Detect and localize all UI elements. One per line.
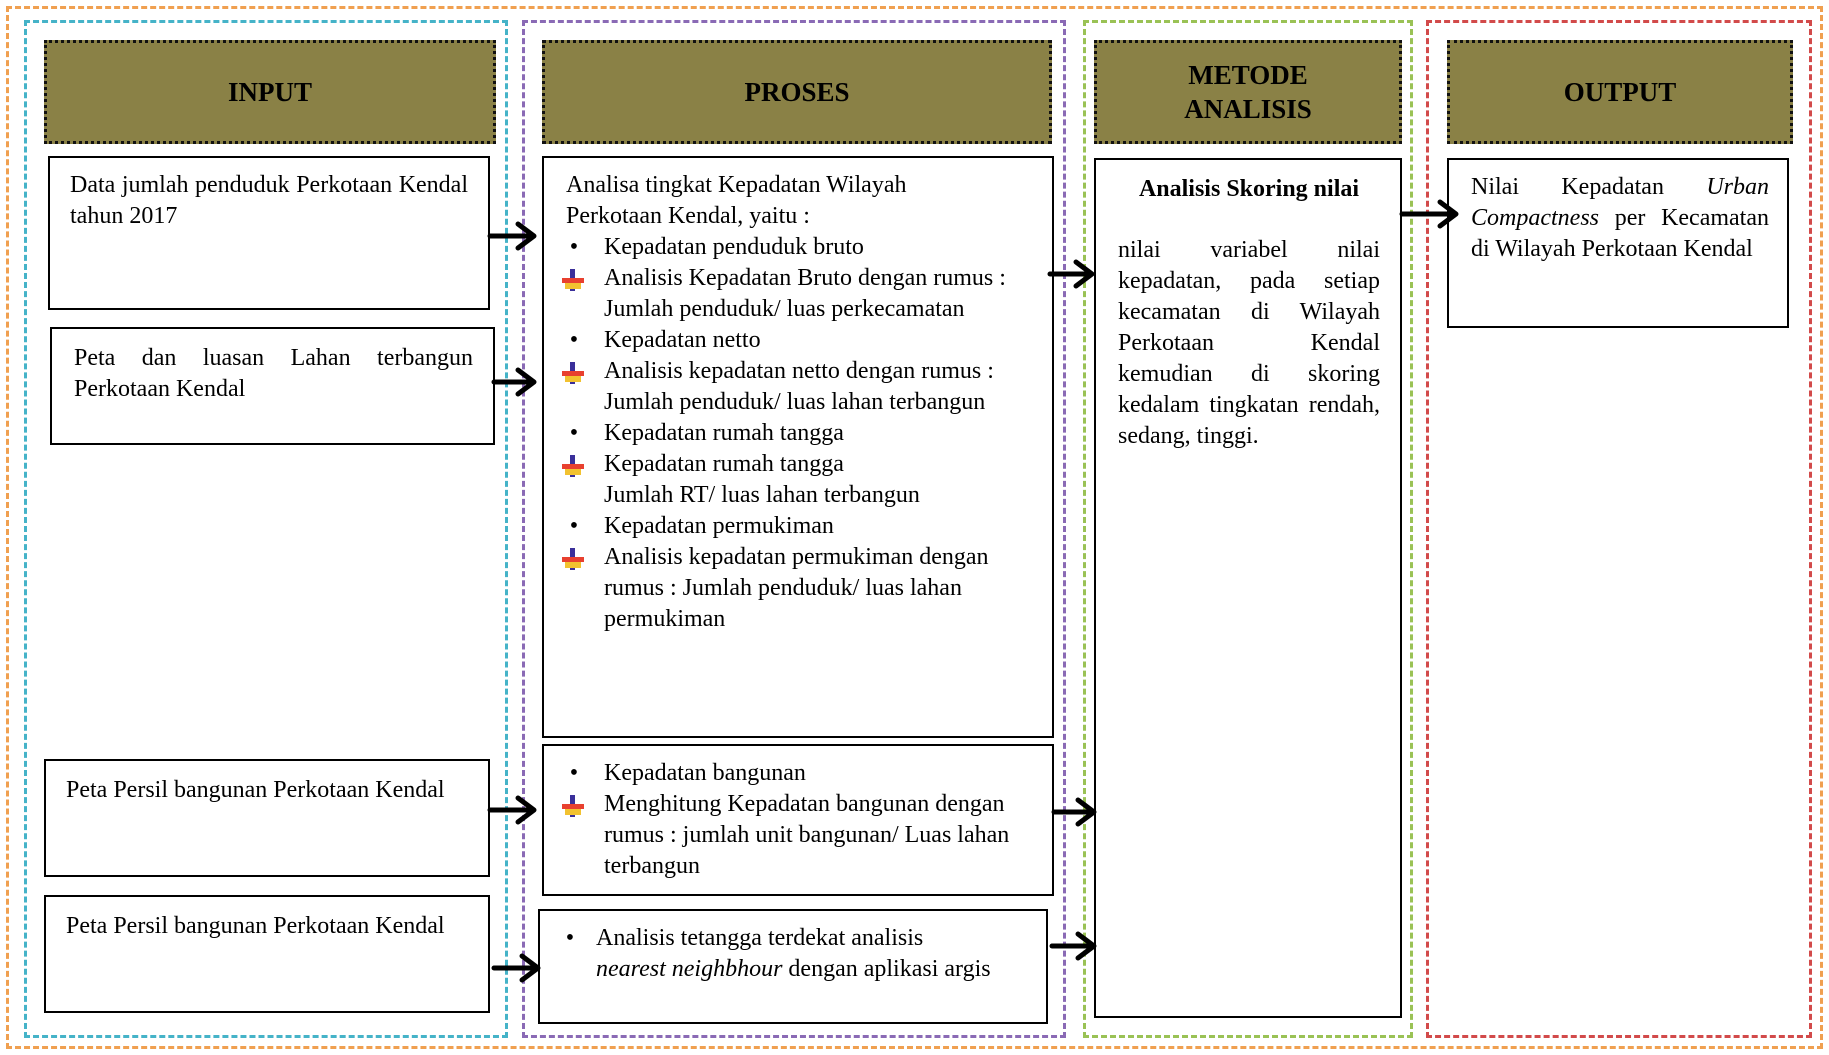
list-item-text: Analisis Kepadatan Bruto dengan rumus : … bbox=[604, 265, 1006, 322]
proses-density-box: Analisa tingkat Kepadatan Wilayah Perkot… bbox=[542, 156, 1054, 738]
metode-column-frame bbox=[1083, 20, 1413, 1038]
output-result-prefix: Nilai Kepadatan bbox=[1471, 174, 1707, 200]
proses-neighbour-text: Analisis tetangga terdekat analisis bbox=[596, 925, 924, 951]
list-item-text: Kepadatan rumah tangga bbox=[604, 420, 844, 446]
list-item-text: Kepadatan netto bbox=[604, 327, 761, 353]
bullet-dot: • bbox=[565, 925, 575, 951]
input-box-built-area-text: Peta dan luasan Lahan terbangun Perkotaa… bbox=[74, 345, 473, 402]
list-item: Menghitung Kepadatan bangunan dengan rum… bbox=[544, 789, 1034, 882]
bullet-dot: • bbox=[569, 234, 579, 260]
list-item-text: Analisis kepadatan netto dengan rumus : … bbox=[604, 358, 994, 415]
input-box-building-parcel-2: Peta Persil bangunan Perkotaan Kendal bbox=[44, 895, 490, 1013]
list-item-text: Kepadatan permukiman bbox=[604, 513, 834, 539]
proses-neighbour-rest: dengan aplikasi argis bbox=[782, 956, 991, 982]
output-result-suffix: per Kecamatan di Wilayah Perkotaan Kenda… bbox=[1471, 205, 1769, 262]
proses-neighbour-italic: nearest neighbhour bbox=[596, 956, 783, 982]
list-item-text: Kepadatan rumah tangga bbox=[604, 451, 844, 477]
list-item-text: Menghitung Kepadatan bangunan dengan rum… bbox=[604, 791, 1010, 879]
bullet-dot: • bbox=[569, 760, 579, 786]
list-item: Jumlah RT/ luas lahan terbangun bbox=[544, 480, 1032, 511]
list-item: • Kepadatan permukiman bbox=[544, 511, 1032, 542]
proses-density-intro: Analisa tingkat Kepadatan Wilayah Perkot… bbox=[566, 172, 907, 229]
plus-bullet-icon bbox=[562, 269, 584, 291]
plus-bullet-icon bbox=[562, 795, 584, 817]
input-column-frame bbox=[24, 20, 508, 1038]
proses-neighbour-item: • Analisis tetangga terdekat analisis ne… bbox=[540, 923, 1028, 985]
output-header: OUTPUT bbox=[1447, 40, 1793, 144]
bullet-dot: • bbox=[569, 327, 579, 353]
list-item-text: Analisis kepadatan permukiman dengan rum… bbox=[604, 544, 989, 632]
output-result-italic: Urban Compactness bbox=[1471, 174, 1769, 231]
plus-bullet-icon bbox=[562, 455, 584, 477]
metode-scoring-title: Analisis Skoring nilai bbox=[1138, 176, 1360, 202]
proses-neighbour-box: • Analisis tetangga terdekat analisis ne… bbox=[538, 909, 1048, 1024]
list-item: • Kepadatan rumah tangga bbox=[544, 418, 1032, 449]
list-item: • Kepadatan bangunan bbox=[544, 758, 1034, 789]
list-item: • Kepadatan penduduk bruto bbox=[544, 232, 1032, 263]
input-header: INPUT bbox=[44, 40, 496, 144]
output-result-box: Nilai Kepadatan Urban Compactness per Ke… bbox=[1447, 158, 1789, 328]
input-box-building-parcel-1: Peta Persil bangunan Perkotaan Kendal bbox=[44, 759, 490, 877]
list-item: Analisis Kepadatan Bruto dengan rumus : … bbox=[544, 263, 1032, 325]
bullet-dot: • bbox=[569, 420, 579, 446]
input-box-building-parcel-2-text: Peta Persil bangunan Perkotaan Kendal bbox=[66, 913, 445, 939]
list-item-text: Kepadatan bangunan bbox=[604, 760, 806, 786]
list-item: Analisis kepadatan netto dengan rumus : … bbox=[544, 356, 1032, 418]
metode-header: METODE ANALISIS bbox=[1094, 40, 1402, 144]
plus-bullet-icon bbox=[562, 362, 584, 384]
list-item-text: Kepadatan penduduk bruto bbox=[604, 234, 864, 260]
output-column-frame bbox=[1426, 20, 1812, 1038]
proses-column-frame bbox=[522, 20, 1066, 1038]
bullet-dot: • bbox=[569, 513, 579, 539]
input-box-population-text: Data jumlah penduduk Perkotaan Kendal ta… bbox=[70, 172, 468, 229]
metode-scoring-body: nilai variabel nilai kepadatan, pada set… bbox=[1118, 237, 1380, 449]
proses-header: PROSES bbox=[542, 40, 1052, 144]
list-item: Analisis kepadatan permukiman dengan rum… bbox=[544, 542, 1032, 635]
list-item: • Kepadatan netto bbox=[544, 325, 1032, 356]
plus-bullet-icon bbox=[562, 548, 584, 570]
input-box-built-area: Peta dan luasan Lahan terbangun Perkotaa… bbox=[50, 327, 495, 445]
metode-scoring-box: Analisis Skoring nilai nilai variabel ni… bbox=[1094, 158, 1402, 1018]
input-box-population: Data jumlah penduduk Perkotaan Kendal ta… bbox=[48, 156, 490, 310]
list-item-text: Jumlah RT/ luas lahan terbangun bbox=[604, 482, 920, 508]
outer-frame bbox=[6, 6, 1823, 1049]
input-box-building-parcel-1-text: Peta Persil bangunan Perkotaan Kendal bbox=[66, 777, 445, 803]
list-item: Kepadatan rumah tangga bbox=[544, 449, 1032, 480]
